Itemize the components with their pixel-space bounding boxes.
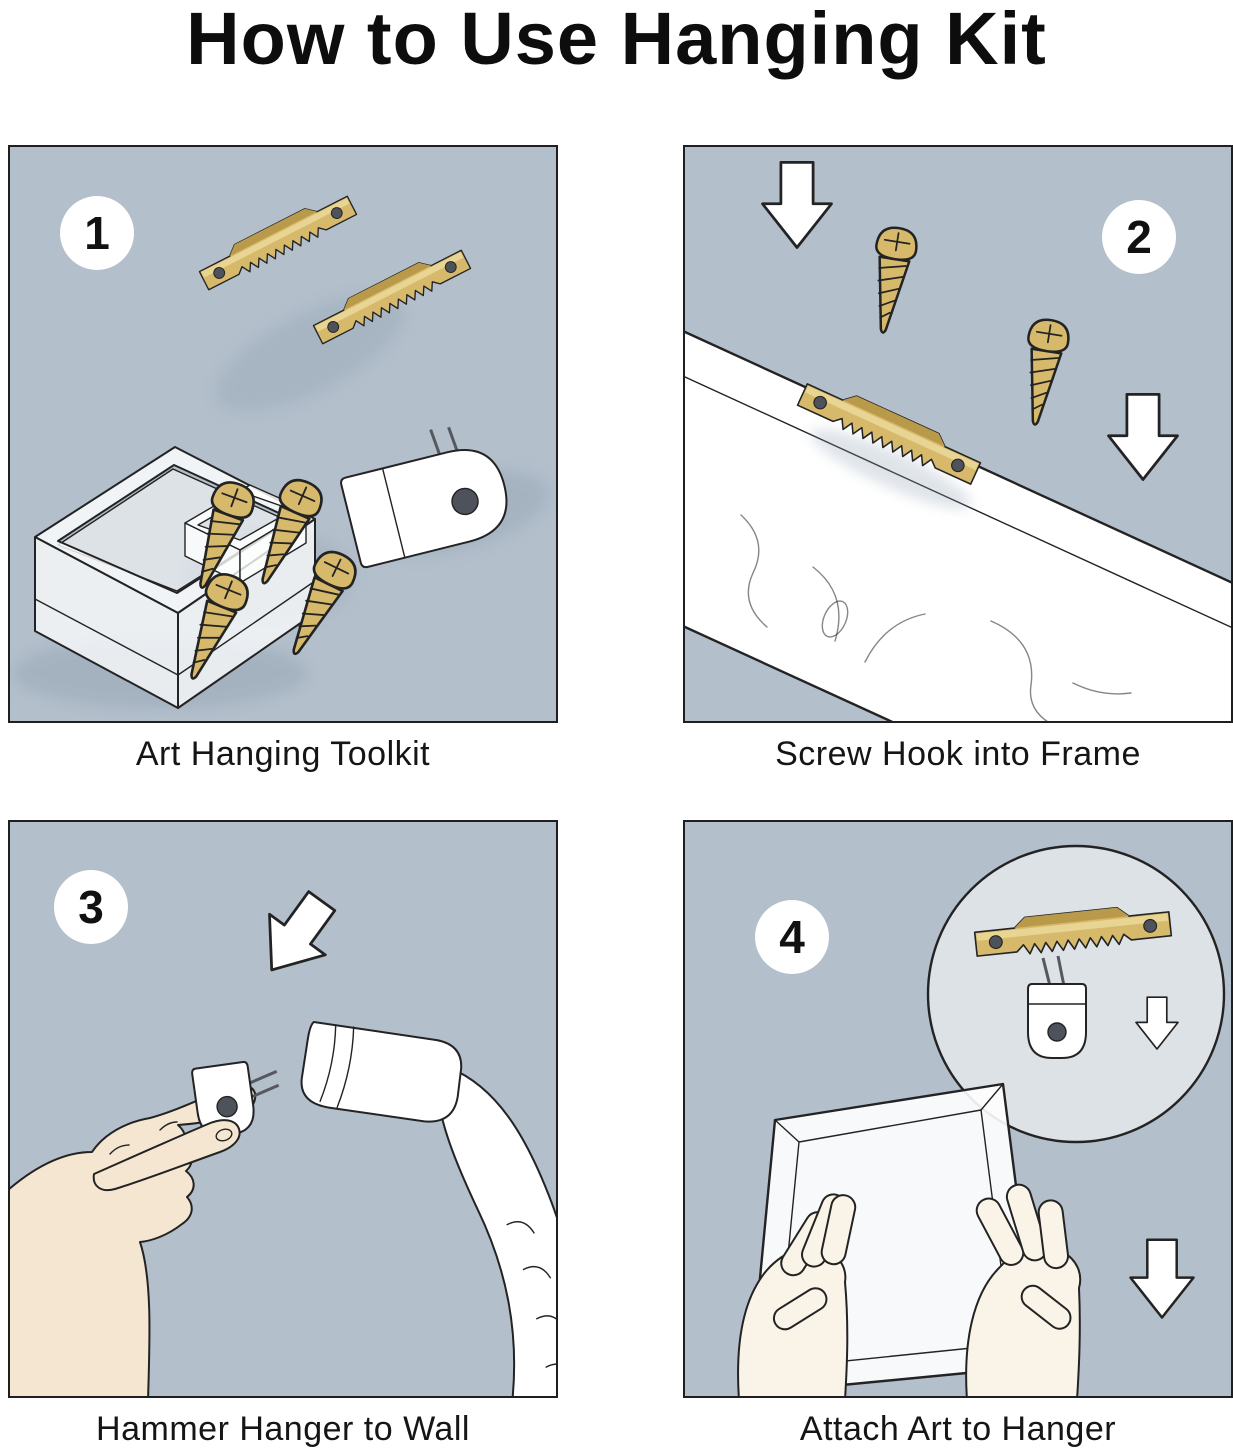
step-3-caption: Hammer Hanger to Wall xyxy=(96,1410,470,1448)
hand-holding-hanger xyxy=(10,1083,257,1396)
step-1: 1 Art Hanging Toolkit xyxy=(8,145,558,774)
step-1-badge: 1 xyxy=(60,196,134,270)
step-4-caption: Attach Art to Hanger xyxy=(799,1410,1117,1448)
step-2: 2 Screw Hook into Frame xyxy=(683,145,1233,774)
step-3-badge: 3 xyxy=(54,870,128,944)
hammer-to-wall-illustration xyxy=(10,879,556,1396)
down-arrow-icon xyxy=(1129,1238,1195,1319)
step-2-number: 2 xyxy=(1126,211,1152,263)
step-1-number: 1 xyxy=(84,207,110,259)
sawtooth-hanger xyxy=(195,188,359,293)
page-title: How to Use Hanging Kit xyxy=(186,0,1047,80)
down-arrow-icon xyxy=(1107,393,1179,481)
right-hand xyxy=(965,1183,1082,1396)
step-4-badge: 4 xyxy=(755,900,829,974)
step-4-number: 4 xyxy=(779,911,805,963)
step-3-number: 3 xyxy=(78,881,104,933)
attach-art-illustration xyxy=(737,844,1226,1396)
screw xyxy=(1013,315,1073,429)
step-2-caption: Screw Hook into Frame xyxy=(775,735,1141,773)
step-3: 3 Hammer Hanger to Wall xyxy=(8,820,558,1448)
hammer xyxy=(300,1020,556,1396)
thumb xyxy=(92,1119,241,1192)
left-hand xyxy=(737,1193,857,1396)
step-2-panel: 2 xyxy=(683,145,1233,723)
step-4: 4 Attach Art to Hanger xyxy=(683,820,1233,1448)
picture-frame-board xyxy=(685,330,1231,721)
step-4-panel: 4 xyxy=(683,820,1233,1398)
wood-grain xyxy=(740,514,1132,721)
screw-into-frame-illustration xyxy=(685,161,1231,721)
toolkit-illustration xyxy=(12,188,550,709)
down-arrow-icon xyxy=(242,879,352,992)
step-1-panel: 1 xyxy=(8,145,558,723)
screw xyxy=(861,223,921,337)
step-3-panel: 3 xyxy=(8,820,558,1398)
hanger-shadow xyxy=(810,428,972,510)
step-2-badge: 2 xyxy=(1102,200,1176,274)
hook-hanger xyxy=(340,426,508,569)
down-arrow-icon xyxy=(761,161,833,249)
step-1-caption: Art Hanging Toolkit xyxy=(135,735,431,773)
